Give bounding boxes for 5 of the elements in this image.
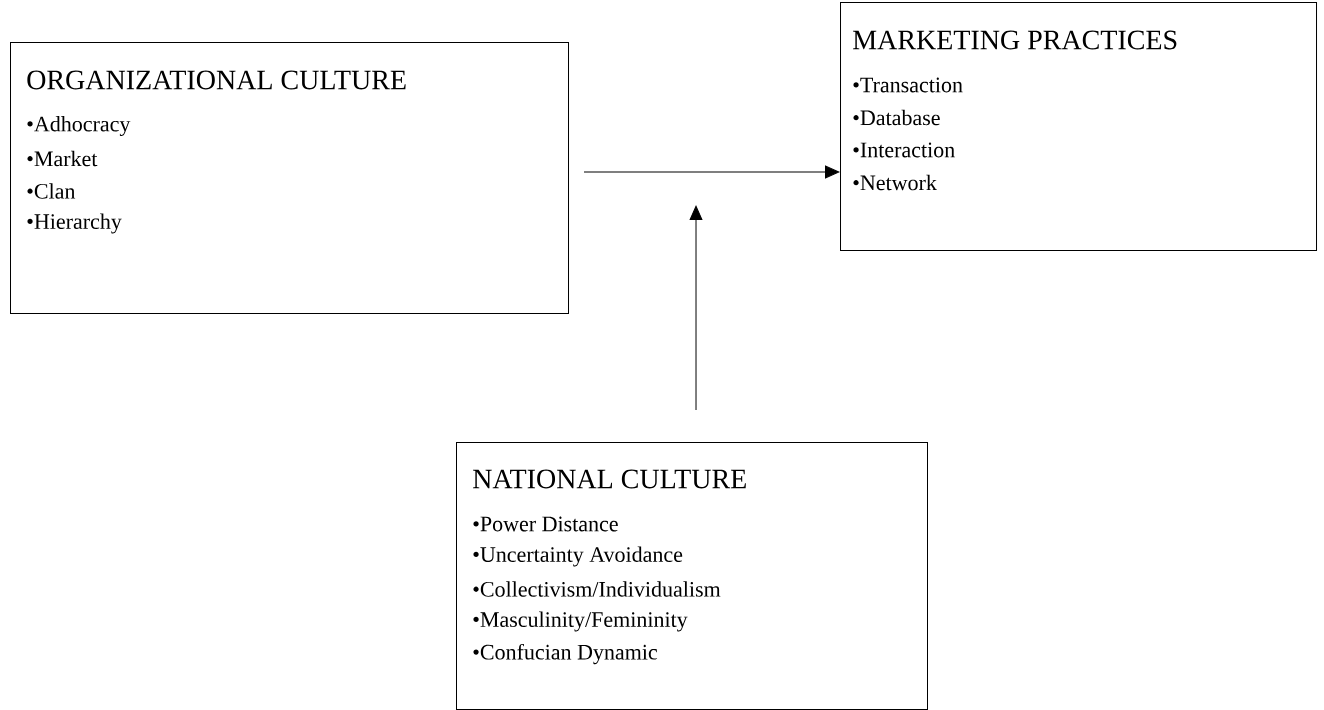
text-box: ORGANIZATIONAL CULTURE •Adhocracy •Market •Clan •Hierarchy bbox=[10, 42, 569, 314]
arrow bbox=[583, 165, 840, 179]
text-box: NATIONAL CULTURE •Power Distance •Uncertainty Avoidance •Collectivism/Individualism •Masculinity/Femininity •Confucian Dynamic bbox=[456, 442, 928, 710]
text-box: MARKETING PRACTICES •Transaction •Database •Interaction •Network bbox=[840, 2, 1317, 251]
arrow bbox=[689, 205, 703, 411]
